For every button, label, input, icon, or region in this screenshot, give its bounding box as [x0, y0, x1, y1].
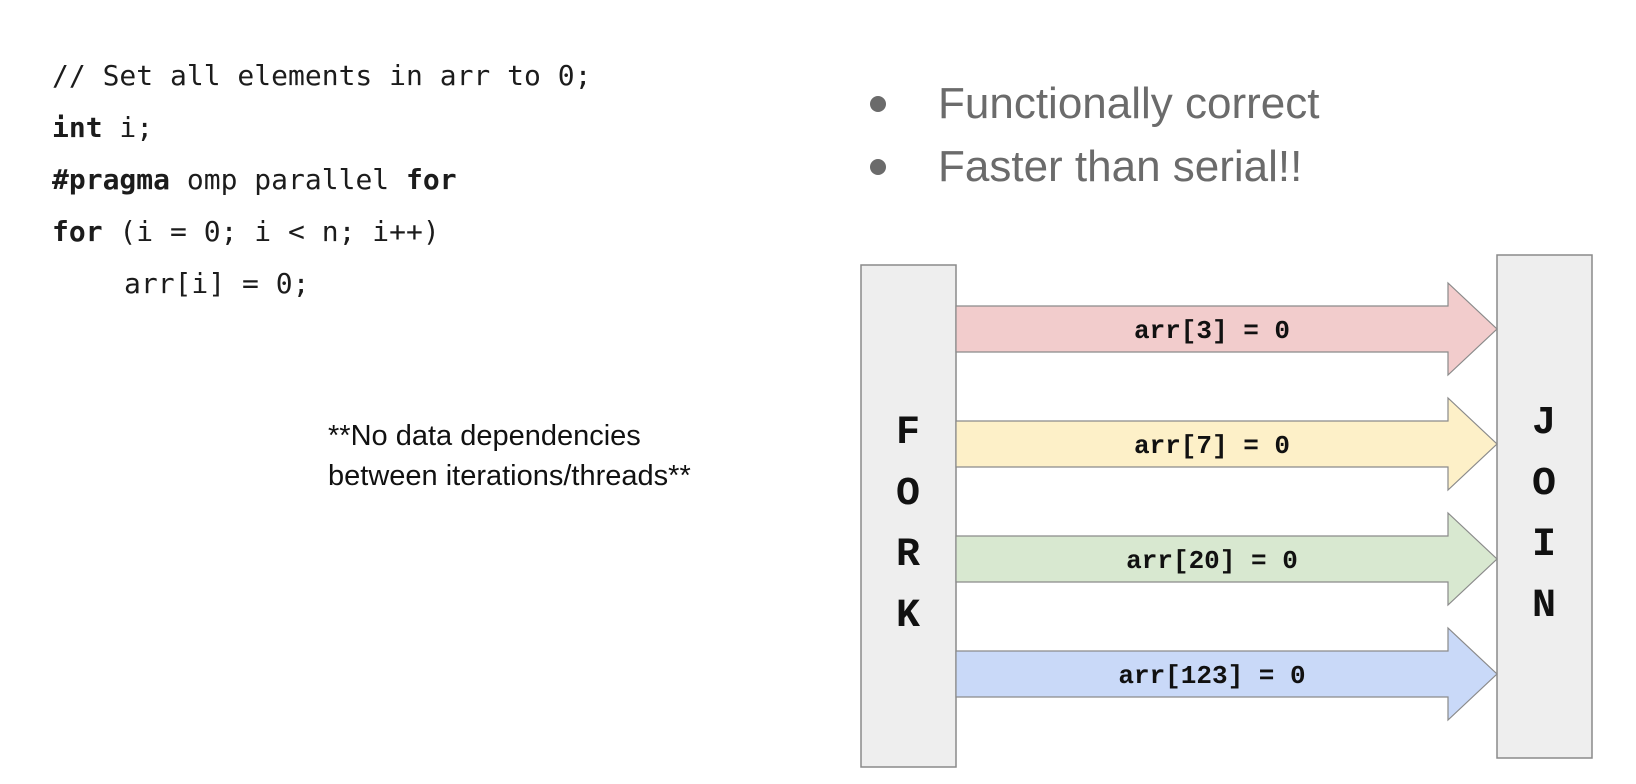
code-text: i;	[102, 111, 154, 144]
thread-label: arr[7] = 0	[1134, 431, 1290, 461]
note-line-2: between iterations/threads**	[328, 460, 691, 492]
code-text: (i = 0; i < n; i++)	[102, 215, 440, 248]
code-comment: // Set all elements in arr to 0;	[52, 59, 592, 92]
fork-letter: R	[896, 533, 920, 578]
thread-arrow	[955, 626, 1498, 722]
thread-arrows	[955, 281, 1498, 722]
fork-letter: F	[896, 411, 920, 456]
code-keyword-int: int	[52, 111, 103, 144]
code-keyword-pragma: #pragma	[52, 163, 171, 196]
join-letter: I	[1532, 523, 1556, 568]
thread-label: arr[3] = 0	[1134, 316, 1290, 346]
join-letter: N	[1532, 584, 1556, 629]
thread-arrow	[955, 396, 1498, 492]
fork-letter: K	[896, 594, 920, 639]
join-label: J O I N	[1532, 401, 1556, 629]
bullet-text: Faster than serial!!	[938, 141, 1303, 191]
join-box	[1496, 254, 1593, 759]
note-line-1: **No data dependencies	[328, 420, 641, 452]
code-line-for: for (i = 0; i < n; i++)	[52, 206, 591, 258]
bullet-item: Faster than serial!!	[870, 135, 1319, 198]
join-letter: O	[1532, 462, 1556, 507]
join-letter: J	[1532, 401, 1556, 446]
bullet-list: Functionally correct Faster than serial!…	[870, 72, 1319, 198]
fork-label: F O R K	[896, 411, 920, 639]
fork-letter: O	[896, 472, 920, 517]
bullet-item: Functionally correct	[870, 72, 1319, 135]
bullet-dot-icon	[870, 95, 886, 112]
code-line-body: arr[i] = 0;	[124, 267, 310, 300]
bullet-text: Functionally correct	[938, 78, 1320, 128]
thread-label: arr[123] = 0	[1118, 661, 1305, 691]
code-keyword-for: for	[406, 163, 457, 196]
thread-arrow	[955, 511, 1498, 607]
bullet-dot-icon	[870, 158, 886, 175]
code-line-declare: int i;	[52, 102, 591, 154]
thread-arrow	[955, 281, 1498, 377]
code-line-pragma: #pragma omp parallel for	[52, 154, 591, 206]
code-keyword-for: for	[52, 215, 103, 248]
dependency-note: **No data dependencies between iteration…	[328, 416, 691, 496]
fork-box	[860, 264, 957, 768]
thread-label: arr[20] = 0	[1126, 546, 1298, 576]
code-block: // Set all elements in arr to 0; int i; …	[52, 50, 591, 310]
code-text: omp parallel	[170, 163, 407, 196]
thread-arrow-labels: arr[3] = 0 arr[7] = 0 arr[20] = 0 arr[12…	[1118, 316, 1305, 691]
